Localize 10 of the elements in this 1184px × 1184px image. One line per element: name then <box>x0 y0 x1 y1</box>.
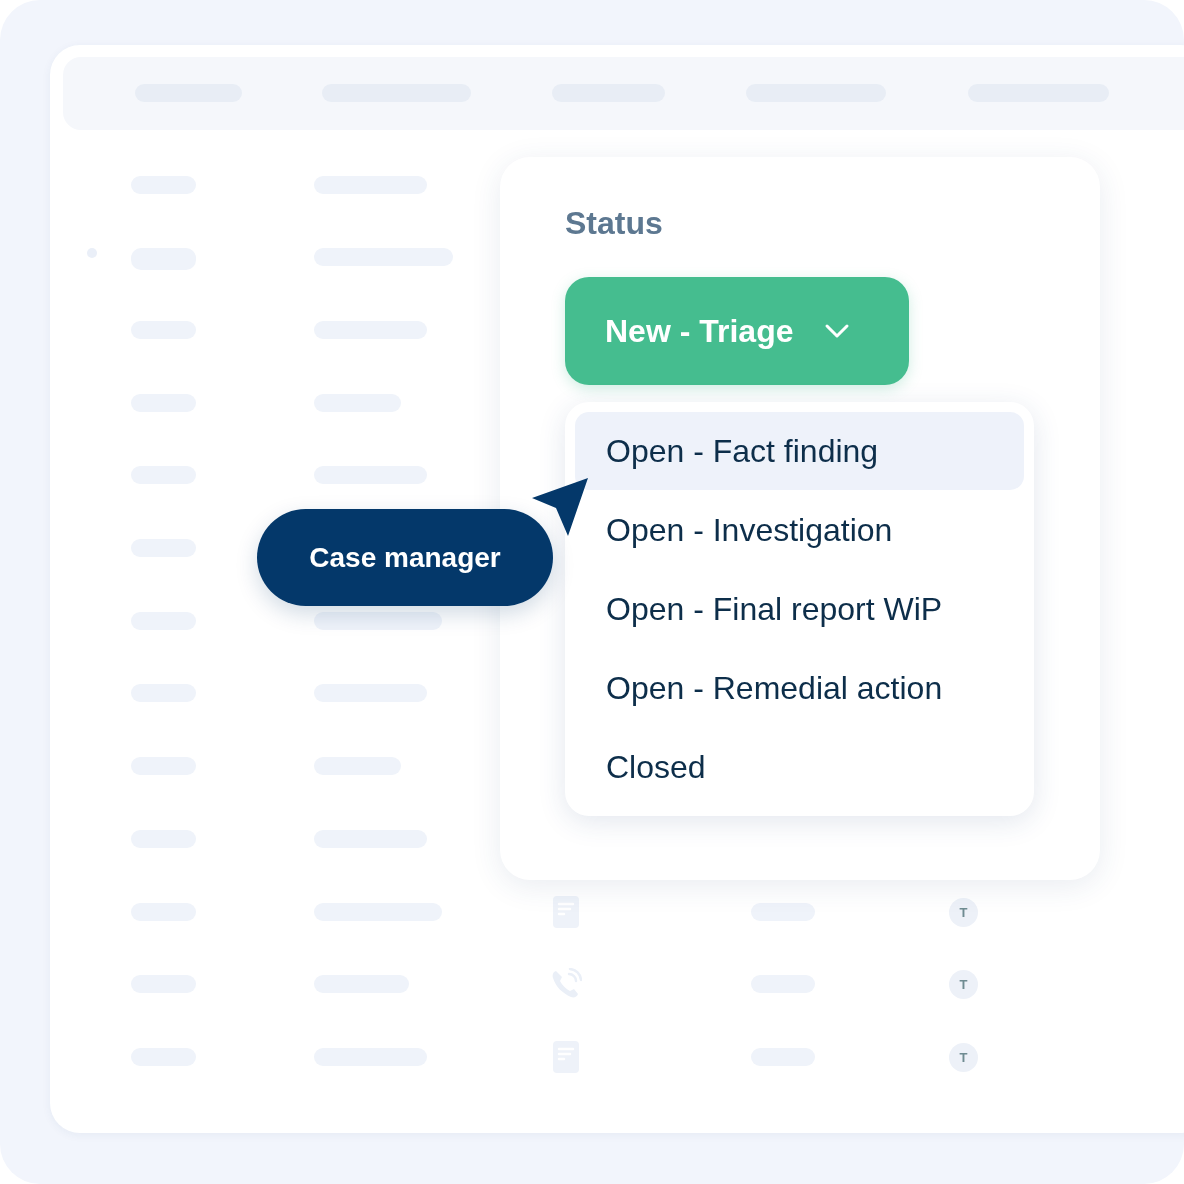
menu-option: Closed <box>575 728 1024 806</box>
role-tag: Case manager <box>257 509 553 606</box>
card-heading: Status <box>565 205 663 242</box>
status-dropdown-button: New - Triage <box>565 277 909 385</box>
dropdown-menu <box>565 402 1034 816</box>
status-card <box>500 157 1100 880</box>
menu-option: Open - Remedial action <box>575 649 1024 727</box>
menu-option: Open - Investigation <box>575 491 1024 569</box>
menu-option: Open - Final report WiP <box>575 570 1024 648</box>
menu-option: Open - Fact finding <box>575 412 1024 490</box>
